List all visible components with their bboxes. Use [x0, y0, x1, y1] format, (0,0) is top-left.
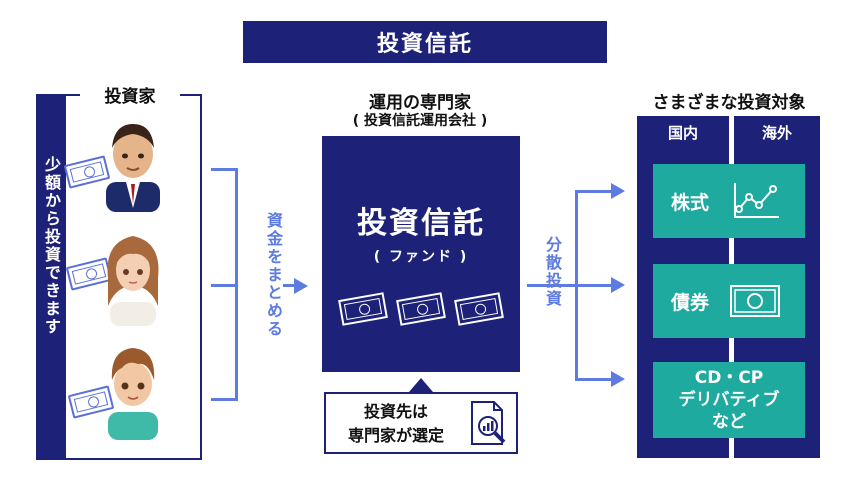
fund-box: 投資信託 ( ファンド )	[322, 136, 520, 372]
line-chart-icon	[734, 183, 780, 218]
investment-targets-heading: さまざまな投資対象	[652, 93, 806, 113]
connector-line	[575, 190, 611, 193]
connector-line	[527, 284, 577, 287]
callout-line-1: 投資先は	[363, 402, 428, 421]
child-avatar	[108, 348, 158, 440]
bond-certificate-icon	[730, 285, 781, 317]
manager-heading: 運用の専門家	[369, 93, 471, 113]
investors-side-band: 少額から投資できます	[36, 94, 66, 460]
arrow-right-icon	[611, 371, 625, 387]
asset-stock: 株式	[653, 164, 805, 238]
etc-label: など	[711, 412, 746, 432]
bond-label: 債券	[671, 291, 710, 314]
asset-bond: 債券	[653, 264, 805, 338]
connector-line	[211, 398, 237, 401]
businessman-avatar	[106, 124, 160, 212]
cd-cp-label: CD・CP	[694, 368, 764, 388]
expert-selection-callout: 投資先は 専門家が選定	[324, 392, 518, 454]
arrow-right-icon	[294, 278, 308, 294]
domestic-label: 国内	[667, 124, 698, 142]
connector-line	[283, 284, 295, 287]
diversified-investment-label: 分散投資	[543, 236, 562, 308]
document-search-icon	[471, 401, 506, 445]
arrow-right-icon	[611, 183, 625, 199]
woman-avatar	[107, 236, 159, 326]
asset-other: CD・CP デリバティブ など	[653, 362, 805, 438]
investors-heading: 投資家	[80, 82, 180, 107]
banknote-icon	[454, 292, 504, 326]
diagram-title: 投資信託	[243, 21, 607, 63]
derivatives-label: デリバティブ	[678, 390, 780, 410]
manager-subheading: ( 投資信託運用会社 )	[352, 113, 488, 129]
connector-line	[235, 168, 238, 401]
connector-line	[211, 284, 237, 287]
fund-subtitle: ( ファンド )	[373, 249, 469, 265]
pooling-label: 資金をまとめる	[264, 212, 283, 338]
fund-title: 投資信託	[357, 206, 485, 241]
banknote-icon	[338, 292, 388, 326]
stock-label: 株式	[671, 191, 710, 214]
small-amount-label: 少額から投資できます	[42, 156, 61, 336]
connector-line	[575, 284, 611, 287]
callout-pointer	[409, 378, 433, 392]
connector-line	[575, 378, 611, 381]
banknote-icon	[396, 292, 446, 326]
callout-line-2: 専門家が選定	[347, 426, 444, 445]
overseas-label: 海外	[761, 124, 792, 142]
arrow-right-icon	[611, 277, 625, 293]
connector-line	[211, 168, 237, 171]
